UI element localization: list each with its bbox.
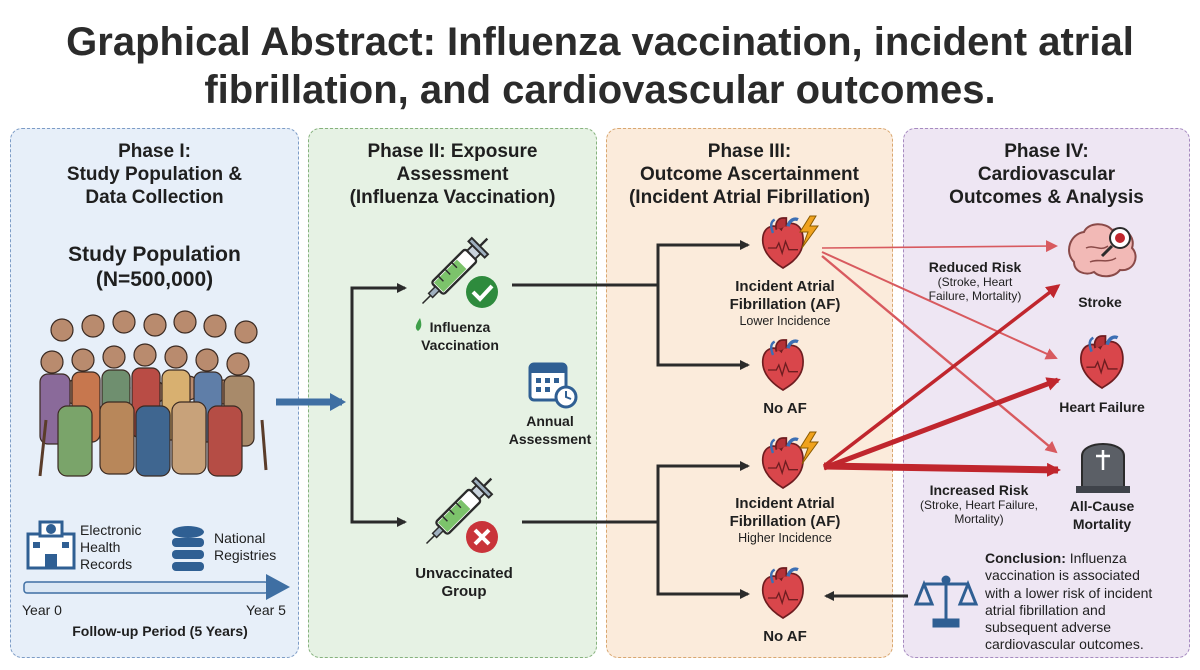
- study-population-people-icon: [38, 310, 268, 477]
- annual-assessment-label: Annual Assessment: [494, 412, 606, 448]
- title-line-1: Graphical Abstract: Influenza vaccinatio…: [66, 20, 1134, 64]
- increased-risk-label: Increased Risk: [929, 482, 1029, 498]
- phase-3-heading: Phase III: Outcome Ascertainment (Incide…: [606, 140, 893, 209]
- conclusion-line: Influenza: [1065, 550, 1127, 566]
- phase-3-heading-line: Phase III:: [707, 141, 792, 162]
- heart-failure-label: Heart Failure: [1059, 399, 1145, 415]
- phase-4-heading-line: Outcomes & Analysis: [949, 187, 1144, 208]
- af-top-label-line: Incident Atrial: [735, 278, 835, 295]
- increased-risk-sublabel: (Stroke, Heart Failure, Mortality): [906, 498, 1052, 526]
- risk-arrows: [821, 240, 1061, 477]
- af-heart-icon-bottom: [761, 436, 805, 490]
- lightning-icon: [799, 215, 819, 249]
- ehr-label-line: Records: [80, 556, 133, 572]
- phase-2-heading-line: (Influenza Vaccination): [349, 187, 556, 208]
- check-icon: [466, 276, 498, 308]
- af-top-sublabel: Lower Incidence: [739, 314, 831, 328]
- phase-4-panel: [903, 128, 1190, 658]
- conclusion-text: Conclusion: Influenza vaccination is ass…: [985, 550, 1185, 654]
- phase-1-heading-line: Study Population &: [66, 164, 243, 185]
- brain-icon: [1068, 223, 1137, 278]
- annual-assessment-line: Assessment: [508, 431, 592, 447]
- reduced-risk-sub-line: (Stroke, Heart: [937, 275, 1013, 289]
- droplet-icon: [415, 318, 422, 331]
- increased-risk-sub-line: (Stroke, Heart Failure,: [919, 498, 1039, 512]
- phase-1-heading-line: Data Collection: [85, 187, 224, 208]
- vaccinated-label-line: Influenza: [429, 319, 491, 335]
- af-top-label: Incident Atrial Fibrillation (AF): [710, 278, 860, 314]
- cross-icon: [466, 521, 498, 553]
- unvaccinated-label-line: Group: [441, 583, 487, 600]
- ehr-label-line: Health: [80, 539, 121, 555]
- phase-4-heading-line: Phase IV:: [1004, 141, 1089, 162]
- no-af-heart-icon-top: [761, 338, 805, 392]
- af-top-label-line: Fibrillation (AF): [729, 296, 841, 313]
- exposure-branch-arrows: [350, 283, 407, 527]
- page-title: Graphical Abstract: Influenza vaccinatio…: [0, 18, 1200, 114]
- af-heart-icon-top: [761, 216, 805, 270]
- af-bottom-label-line: Fibrillation (AF): [729, 513, 841, 530]
- year-end-label: Year 5: [246, 602, 286, 618]
- phase-2-heading-line: Phase II: Exposure: [367, 141, 538, 162]
- mortality-label-line: All-Cause: [1069, 498, 1135, 514]
- lightning-icon: [799, 431, 819, 465]
- no-af-label-top: No AF: [763, 400, 807, 417]
- conclusion-line: with a lower risk of incident: [985, 584, 1153, 601]
- phase-2-heading-line: Assessment: [396, 164, 509, 185]
- tombstone-icon: [1076, 443, 1130, 493]
- mortality-label-line: Mortality: [1072, 516, 1132, 532]
- title-line-2: fibrillation, and cardiovascular outcome…: [204, 68, 996, 112]
- year-start-label: Year 0: [22, 602, 62, 618]
- conclusion-line: cardiovascular outcomes.: [985, 636, 1144, 653]
- heart-failure-icon: [1079, 334, 1125, 390]
- timeline-arrow: [23, 574, 290, 600]
- phase-1-heading: Phase I: Study Population & Data Collect…: [10, 140, 299, 209]
- scales-icon: [913, 575, 979, 628]
- phase-3-panel: [606, 128, 893, 658]
- registries-label-line: Registries: [214, 547, 277, 563]
- no-af-label-bottom: No AF: [763, 628, 807, 645]
- increased-risk-sub-line: Mortality): [954, 512, 1004, 526]
- mortality-label: All-Cause Mortality: [1052, 497, 1152, 533]
- af-bottom-sublabel: Higher Incidence: [738, 531, 832, 545]
- hospital-icon: [26, 520, 76, 570]
- phase-3-heading-line: Outcome Ascertainment: [640, 164, 859, 185]
- conclusion-line: atrial fibrillation and: [985, 601, 1106, 618]
- exposure-to-outcome-arrows: [512, 240, 750, 599]
- af-bottom-label-line: Incident Atrial: [735, 495, 835, 512]
- study-population-title: Study Population: [68, 243, 241, 266]
- phase-3-heading-line: (Incident Atrial Fibrillation): [628, 187, 871, 208]
- database-icon: [172, 526, 204, 571]
- vaccinated-label-line: Vaccination: [421, 337, 499, 353]
- reduced-risk-label: Reduced Risk: [928, 259, 1022, 275]
- reduced-risk-sub-line: Failure, Mortality): [928, 289, 1022, 303]
- reduced-risk-sublabel: (Stroke, Heart Failure, Mortality): [910, 275, 1040, 303]
- phase-2-heading: Phase II: Exposure Assessment (Influenza…: [308, 140, 597, 209]
- af-bottom-label: Incident Atrial Fibrillation (AF): [710, 495, 860, 531]
- vaccinated-label: Influenza Vaccination: [400, 318, 520, 354]
- ehr-label-line: Electronic: [80, 522, 142, 538]
- phase-4-heading-line: Cardiovascular: [977, 164, 1116, 185]
- study-population-count: (N=500,000): [95, 268, 214, 291]
- unvaccinated-label: Unvaccinated Group: [394, 565, 534, 601]
- annual-assessment-line: Annual: [526, 413, 574, 429]
- ehr-label: Electronic Health Records: [80, 522, 141, 573]
- no-af-heart-icon-bottom: [761, 566, 805, 620]
- followup-label: Follow-up Period (5 Years): [72, 623, 248, 639]
- phase-1-heading-line: Phase I:: [118, 141, 191, 162]
- calendar-icon: [528, 362, 578, 409]
- phase-4-heading: Phase IV: Cardiovascular Outcomes & Anal…: [903, 140, 1190, 209]
- stroke-label: Stroke: [1078, 294, 1122, 310]
- registries-label: National Registries: [214, 530, 276, 564]
- registries-label-line: National: [214, 530, 266, 546]
- conclusion-line: vaccination is associated: [985, 567, 1140, 584]
- unvaccinated-label-line: Unvaccinated: [415, 565, 513, 582]
- study-population-label: Study Population (N=500,000): [10, 242, 299, 292]
- conclusion-bold: Conclusion:: [985, 550, 1066, 566]
- conclusion-line: subsequent adverse: [985, 619, 1112, 636]
